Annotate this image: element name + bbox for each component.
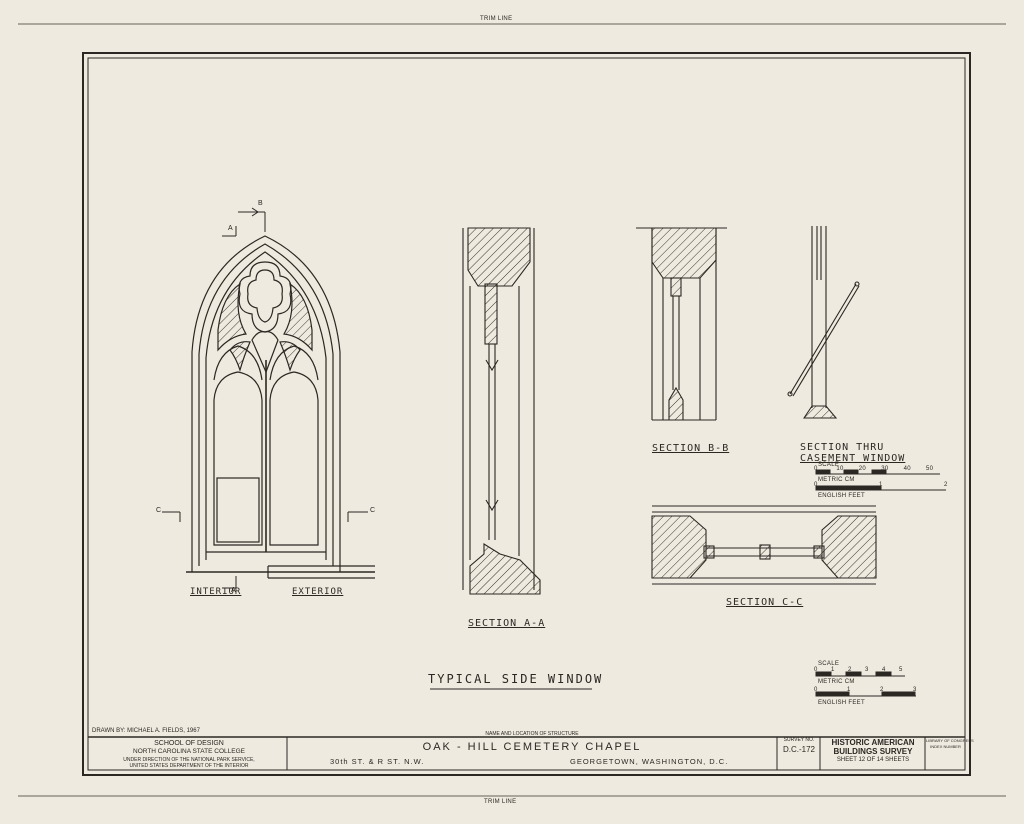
interior-label: INTERIOR xyxy=(190,587,242,597)
habs-line1: HISTORIC AMERICAN xyxy=(831,738,915,747)
sheet-info: SHEET 12 OF 14 SHEETS xyxy=(836,757,910,763)
scale-upper-metric-tick: 20 xyxy=(858,466,867,472)
habs-line2: BUILDINGS SURVEY xyxy=(833,747,913,756)
school-line1: SCHOOL OF DESIGN xyxy=(154,740,224,747)
drawn-by: DRAWN BY: MICHAEL A. FIELDS, 1967 xyxy=(92,728,200,734)
scale-upper-metric-label: METRIC CM xyxy=(818,477,855,483)
scale-bar-lower xyxy=(815,671,916,697)
scale-lower-metric-tick: 3 xyxy=(865,667,869,673)
scale-lower-english-tick: 0 xyxy=(814,687,818,693)
scale-upper-metric-tick: 30 xyxy=(881,466,889,472)
section-casement xyxy=(787,226,860,419)
section-cc xyxy=(651,505,877,585)
scale-lower-metric-tick: 0 xyxy=(814,667,818,673)
scale-upper-english-tick: 1 xyxy=(879,482,883,488)
cut-label-a-bottom: A xyxy=(231,587,236,594)
scale-upper-metric-tick: 0 xyxy=(814,466,818,472)
section-aa-label: SECTION A-A xyxy=(468,618,546,629)
section-aa xyxy=(462,227,541,595)
survey-number: D.C.-172 xyxy=(782,745,815,754)
cut-markers xyxy=(162,207,368,589)
structure-name: OAK - HILL CEMETERY CHAPEL xyxy=(422,741,642,753)
scale-lower-metric-tick: 1 xyxy=(831,667,835,673)
scale-lower-metric-label: METRIC CM xyxy=(818,679,855,685)
trim-line-bottom-label: TRIM LINE xyxy=(484,799,517,805)
scale-lower-english-label: ENGLISH FEET xyxy=(818,700,865,706)
cut-label-b: B xyxy=(258,200,263,207)
section-cc-label: SECTION C-C xyxy=(726,597,804,608)
scale-upper-metric-tick: 10 xyxy=(836,466,844,472)
structure-city: GEORGETOWN, WASHINGTON, D.C. xyxy=(570,757,729,766)
window-elevation xyxy=(186,235,375,579)
direction-line2: UNITED STATES DEPARTMENT OF THE INTERIOR xyxy=(129,763,249,769)
scale-upper-label: SCALE xyxy=(818,462,840,468)
drawing-title: TYPICAL SIDE WINDOW xyxy=(428,672,604,686)
scale-bar-upper xyxy=(815,469,946,491)
school-line2: NORTH CAROLINA STATE COLLEGE xyxy=(133,748,245,755)
scale-upper-english-tick: 0 xyxy=(814,482,818,488)
scale-lower-english-tick: 1 xyxy=(847,687,851,693)
scale-lower-metric-tick: 4 xyxy=(882,667,886,673)
scale-lower-metric-tick: 5 xyxy=(899,667,903,673)
structure-address: 30th ST. & R ST. N.W. xyxy=(330,757,425,766)
section-casement-label-line2: CASEMENT WINDOW xyxy=(800,453,906,464)
exterior-label: EXTERIOR xyxy=(292,587,344,597)
section-casement-label-line1: SECTION THRU xyxy=(800,442,885,453)
outer-border xyxy=(82,52,971,776)
scale-upper-english-tick: 2 xyxy=(944,482,948,488)
section-bb-label: SECTION B-B xyxy=(652,443,730,454)
structure-caption: NAME AND LOCATION OF STRUCTURE xyxy=(485,731,579,737)
scale-upper-english-label: ENGLISH FEET xyxy=(818,493,865,499)
direction-line1: UNDER DIRECTION OF THE NATIONAL PARK SER… xyxy=(123,757,255,763)
scale-upper-metric-tick: 50 xyxy=(926,466,934,472)
corner-line1: LIBRARY OF CONGRESS xyxy=(926,738,974,743)
scale-upper-metric-tick: 40 xyxy=(903,466,911,472)
scale-lower-label: SCALE xyxy=(818,661,840,667)
scale-lower-english-tick: 3 xyxy=(913,687,917,693)
scale-lower-metric-tick: 2 xyxy=(848,667,852,673)
cut-label-a-top: A xyxy=(228,225,233,232)
scale-lower-english-tick: 2 xyxy=(880,687,884,693)
corner-line2: INDEX NUMBER xyxy=(930,744,961,749)
cut-label-c-right: C xyxy=(370,507,376,514)
title-block xyxy=(88,736,965,770)
section-bb xyxy=(636,227,727,421)
trim-line-top-label: TRIM LINE xyxy=(480,16,513,22)
survey-caption: SURVEY NO. xyxy=(783,737,815,743)
cut-label-c-left: C xyxy=(156,507,162,514)
inner-border xyxy=(87,57,966,771)
